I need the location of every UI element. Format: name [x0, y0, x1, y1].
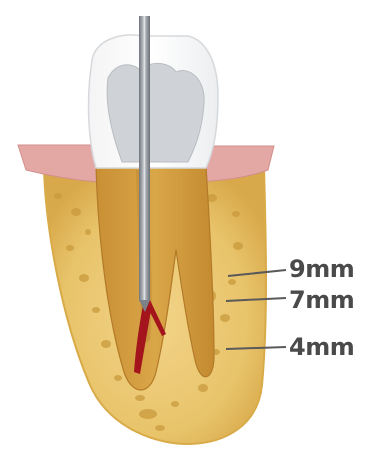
- depth-label-7mm: 7mm: [289, 288, 354, 312]
- gum-left: [18, 145, 104, 182]
- dental-probe-icon: [139, 16, 150, 312]
- pulp-chamber: [107, 63, 204, 162]
- depth-label-4mm: 4mm: [289, 335, 354, 359]
- depth-label-9mm: 9mm: [289, 257, 354, 281]
